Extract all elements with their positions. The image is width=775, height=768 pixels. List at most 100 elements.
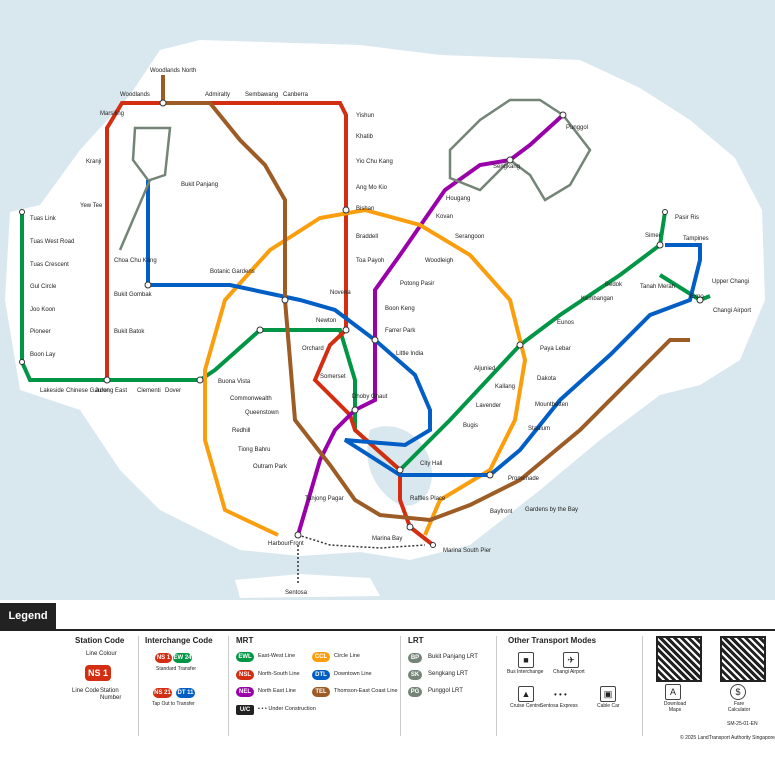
station-label: Pasir Ris bbox=[675, 215, 699, 221]
uc-pill: U/C bbox=[236, 705, 254, 715]
station-label: Little India bbox=[396, 351, 424, 357]
station-label: Gardens by the Bay bbox=[525, 507, 578, 513]
lrt-heading: LRT bbox=[408, 636, 424, 645]
station-label: Dakota bbox=[537, 376, 557, 382]
map-code: SM-25-01-EN bbox=[727, 721, 758, 727]
station-label: Punggol bbox=[566, 125, 588, 131]
interchange-dt11-pill: DT 11 bbox=[176, 688, 195, 698]
station-labels: Woodlands North Woodlands Admiralty Semb… bbox=[30, 68, 751, 596]
station-label: Toa Payoh bbox=[356, 258, 384, 264]
station-label: Bugis bbox=[463, 423, 478, 429]
bp-lrt bbox=[118, 126, 172, 251]
legend-divider-5 bbox=[642, 636, 643, 736]
station-code-heading: Station Code bbox=[75, 636, 125, 645]
station-label: Somerset bbox=[320, 374, 346, 380]
station-label: Jurong East bbox=[95, 388, 127, 394]
uc-line bbox=[297, 534, 426, 549]
station-label: Raffles Place bbox=[410, 496, 446, 502]
station-label: Newton bbox=[316, 318, 336, 324]
station-label: Pioneer bbox=[30, 329, 51, 335]
map-book-icon: A bbox=[665, 684, 681, 700]
ewl-line bbox=[20, 211, 667, 473]
station-label: Lavender bbox=[476, 403, 501, 409]
station-label: Bishan bbox=[356, 206, 374, 212]
station-label: Tuas West Road bbox=[30, 239, 74, 245]
nel-line bbox=[296, 113, 565, 536]
uc-name: • • • Under Construction bbox=[258, 706, 316, 712]
station-label: Kovan bbox=[436, 214, 453, 220]
station-label: Tuas Link bbox=[30, 216, 57, 222]
station-label: Tiong Bahru bbox=[238, 447, 270, 453]
other-transport-heading: Other Transport Modes bbox=[508, 636, 597, 645]
ewl-name: East-West Line bbox=[258, 653, 296, 659]
ccl-pill: CCL bbox=[312, 652, 330, 662]
bp-name: Bukit Panjang LRT bbox=[428, 654, 478, 660]
station-label: Bukit Batok bbox=[114, 329, 145, 335]
ship-icon: ▲ bbox=[518, 686, 534, 702]
station-label: Serangoon bbox=[455, 234, 484, 240]
cruise-label: Cruise Centre bbox=[510, 703, 541, 709]
station-number-label: Station Number bbox=[100, 688, 122, 701]
station-label: Outram Park bbox=[253, 464, 288, 470]
station-label: Woodleigh bbox=[425, 258, 453, 264]
tel-name: Thomson-East Coast Line bbox=[334, 688, 398, 694]
station-label: City Hall bbox=[420, 461, 442, 467]
sentosa-express-label: Sentosa Express bbox=[540, 703, 578, 709]
sk-name: Sengkang LRT bbox=[428, 671, 468, 677]
ewl-pill: EWL bbox=[236, 652, 254, 662]
interchange-ns-pill: NS 1 bbox=[155, 653, 172, 663]
station-label: Dover bbox=[165, 388, 181, 394]
sentosa-island bbox=[235, 574, 380, 598]
station-label: Yio Chu Kang bbox=[356, 159, 393, 165]
station-label: Orchard bbox=[302, 346, 324, 352]
station-label: Bukit Gombak bbox=[114, 292, 153, 298]
station-label: Potong Pasir bbox=[400, 281, 434, 287]
nel-pill: NEL bbox=[236, 687, 254, 697]
station-label: Admiralty bbox=[205, 92, 230, 98]
qr-download-icon[interactable] bbox=[656, 636, 702, 682]
station-label: Expo bbox=[690, 294, 704, 300]
station-label: Buona Vista bbox=[218, 379, 251, 385]
legend-tab: Legend bbox=[0, 603, 56, 629]
station-label: Tampines bbox=[683, 236, 709, 242]
dollar-icon: $ bbox=[730, 684, 746, 700]
ccl-line bbox=[203, 207, 528, 537]
marina-reservoir bbox=[367, 426, 432, 506]
nsl-pill: NSL bbox=[236, 670, 254, 680]
legend-divider-4 bbox=[496, 636, 497, 736]
station-label: Marina South Pier bbox=[443, 548, 491, 554]
mrt-heading: MRT bbox=[236, 636, 254, 645]
tel-line bbox=[161, 75, 690, 523]
station-label: Boon Lay bbox=[30, 352, 55, 358]
dtl-name: Downtown Line bbox=[334, 671, 372, 677]
station-label: Hougang bbox=[446, 196, 470, 202]
station-label: Paya Lebar bbox=[540, 346, 571, 352]
station-label: Farrer Park bbox=[385, 328, 416, 334]
bus-label: Bus Interchange bbox=[507, 669, 544, 675]
station-label: Yew Tee bbox=[80, 203, 103, 209]
station-label: Dhoby Ghaut bbox=[352, 394, 388, 400]
station-label: Boon Keng bbox=[385, 306, 415, 312]
standard-transfer-label: Standard Transfer bbox=[156, 666, 197, 672]
station-label: Stadium bbox=[528, 426, 550, 432]
station-label: Upper Changi bbox=[712, 279, 749, 285]
station-label: Sengkang bbox=[493, 164, 520, 170]
interchange-ew-pill: EW 24 bbox=[173, 653, 192, 663]
qr-fare-icon[interactable] bbox=[720, 636, 766, 682]
metro-map: Woodlands North Woodlands Admiralty Semb… bbox=[0, 0, 775, 600]
tel-pill: TEL bbox=[312, 687, 330, 697]
nsl-name: North-South Line bbox=[258, 671, 300, 677]
station-label: Choa Chu Kang bbox=[114, 258, 157, 264]
bus-icon: ■ bbox=[518, 652, 534, 668]
interchange-code-heading: Interchange Code bbox=[145, 636, 213, 645]
pg-name: Punggol LRT bbox=[428, 688, 463, 694]
download-maps-label[interactable]: Download Maps bbox=[663, 701, 687, 713]
pg-pill: PG bbox=[408, 687, 422, 697]
fare-calculator-label[interactable]: Fare Calculator bbox=[727, 701, 751, 713]
nel-name: North East Line bbox=[258, 688, 296, 694]
station-label: Bukit Panjang bbox=[181, 182, 218, 188]
station-label: Botanic Gardens bbox=[210, 269, 255, 275]
cable-car-icon: ▣ bbox=[600, 686, 616, 702]
legend-divider-3 bbox=[400, 636, 401, 736]
legend-divider bbox=[0, 629, 775, 631]
